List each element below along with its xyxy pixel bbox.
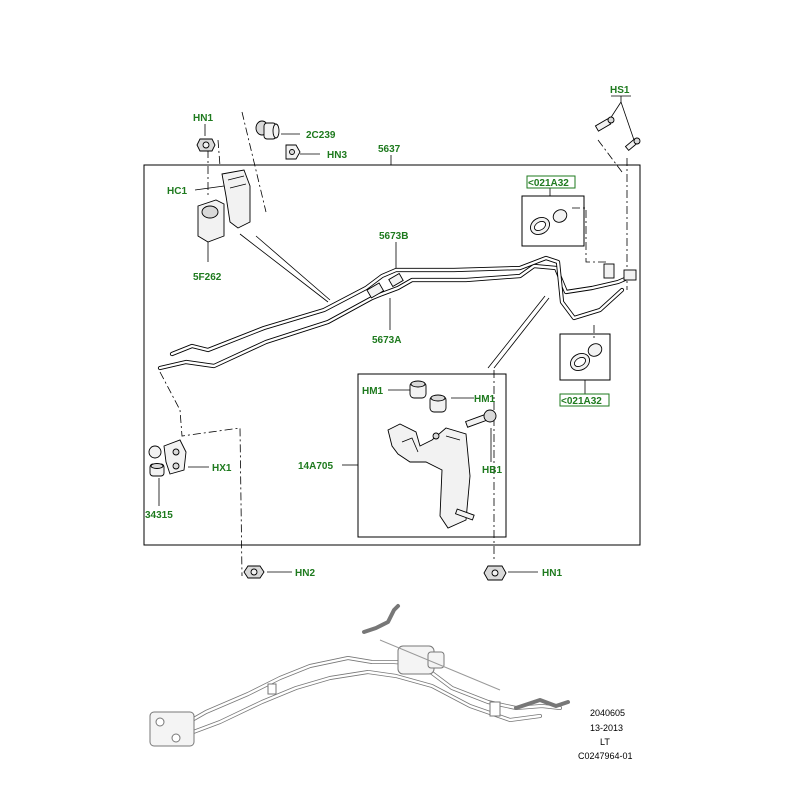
callout-hn2: HN2 [295,568,315,579]
callout-021a32-top-box: <021A32 [526,175,576,189]
grommet-2c239 [255,120,280,140]
callout-5673a: 5673A [372,335,401,346]
reference-line-2: 13-2013 [590,723,623,733]
callout-hm1-left: HM1 [362,386,384,397]
clip-hx1 [148,439,187,475]
nut-34315 [149,463,165,477]
callout-hn1-bottom: HN1 [542,568,562,579]
callout-021a32-bottom-box: <021A32 [559,393,610,407]
callout-hn3: HN3 [327,150,347,161]
callout-hx1: HX1 [212,463,232,474]
callout-hm1-right: HM1 [474,394,496,405]
reference-line-1: 2040605 [590,708,625,718]
callout-5f262: 5F262 [193,272,222,283]
nut-hn1-bottom [483,565,507,581]
vehicle-overview-thumbnail [149,604,570,747]
bracket-subframe [357,373,507,538]
callout-hn1-top: HN1 [193,113,213,124]
orings-top [530,209,568,235]
clip-hn3 [285,144,301,160]
callout-34315: 34315 [145,510,173,521]
grommet-hm1-right [429,394,447,413]
insulator-5f262 [197,199,225,243]
nut-hn2 [243,565,265,579]
callout-5637: 5637 [378,144,401,155]
callout-021a32-bottom: <021A32 [561,396,602,407]
nut-hn1-top [196,138,216,152]
reference-line-4: C0247964-01 [578,751,633,761]
bracket-14a705 [387,423,471,529]
clip-hc1 [221,169,251,229]
assembly-frame [143,164,641,546]
oring-box-top [521,195,585,247]
callout-14a705: 14A705 [298,461,333,472]
reference-line-3: LT [600,737,610,747]
stud [454,508,475,521]
callout-2c239: 2C239 [306,130,336,141]
callout-021a32-top: <021A32 [528,178,569,189]
callout-hb1: HB1 [482,465,502,476]
callout-5673b: 5673B [379,231,408,242]
grommet-hm1-left [409,380,427,399]
brake-pipes [157,255,637,371]
orings-bottom [570,343,603,371]
bolt-hb1 [465,409,497,428]
callout-hs1: HS1 [610,85,630,96]
callout-hc1: HC1 [167,186,187,197]
centerlines [159,111,628,577]
screws-hs1 [594,116,641,152]
